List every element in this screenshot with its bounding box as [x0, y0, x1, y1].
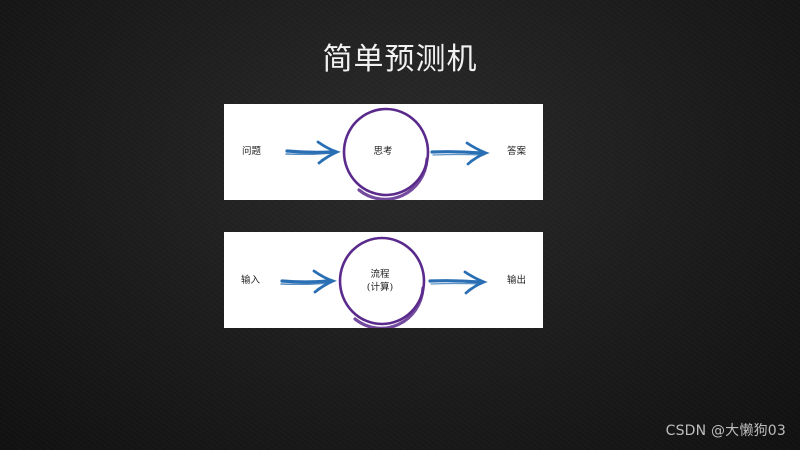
slide-title: 简单预测机 — [322, 42, 478, 77]
arrow-right-icon — [280, 269, 337, 294]
diagram-input-output: 输入 流程 (计算) 输出 — [224, 232, 543, 328]
input-label: 输入 — [241, 275, 261, 286]
process-circle — [342, 107, 430, 200]
watermark: CSDN @大懒狗03 — [665, 423, 786, 439]
arrow-right-icon — [428, 270, 488, 295]
arrow-right-icon — [285, 140, 341, 165]
diagram-drawing — [285, 107, 490, 200]
output-label: 输出 — [507, 275, 527, 286]
diagram-question-answer: 问题 思考 答案 — [224, 104, 543, 200]
arrow-right-icon — [430, 141, 490, 166]
process-label-line1: 流程 — [370, 269, 390, 280]
diagram-drawing — [280, 236, 488, 328]
output-label: 答案 — [507, 146, 527, 157]
input-label: 问题 — [242, 146, 262, 157]
process-label-line2: (计算) — [366, 282, 394, 293]
process-label: 思考 — [373, 146, 393, 157]
process-circle — [338, 236, 426, 328]
